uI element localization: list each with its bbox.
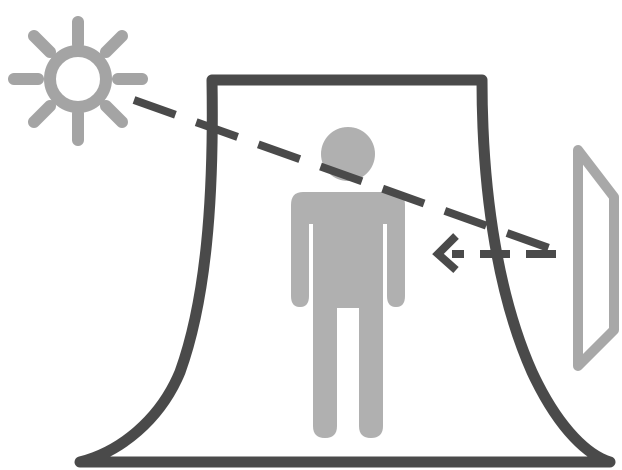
sun-rays (14, 22, 142, 140)
mirror-panel (578, 150, 614, 366)
sun-disc (50, 51, 106, 107)
sun-icon (14, 22, 142, 140)
person-body (291, 192, 405, 438)
